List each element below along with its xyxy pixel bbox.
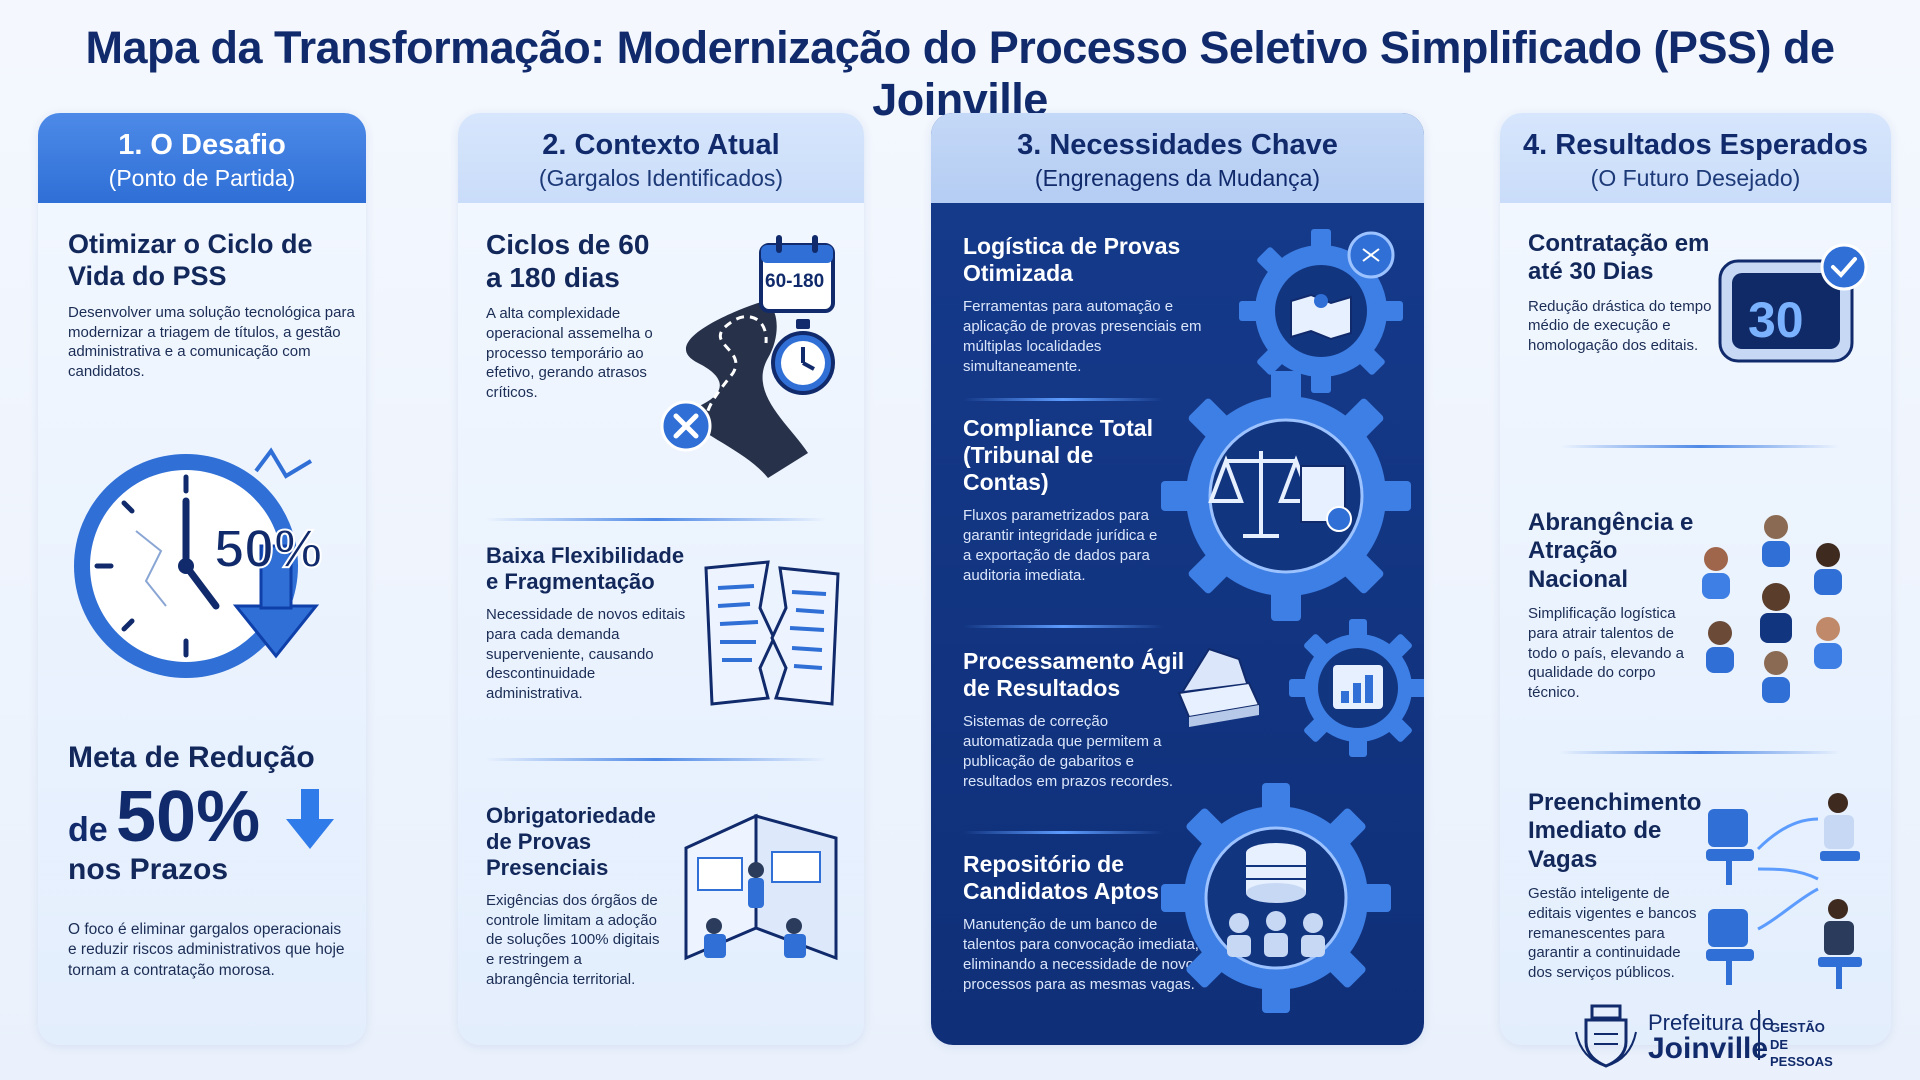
block-text: Sistemas de correção automatizada que pe… <box>963 713 1174 790</box>
database-gear-icon <box>1161 783 1391 1013</box>
block-text: Ferramentas para automação e aplicação d… <box>963 298 1202 375</box>
block-text: Gestão inteligente de editais vigentes e… <box>1528 884 1697 982</box>
desafio-focus-text: O foco é eliminar gargalos operacionais … <box>68 921 345 979</box>
scales-gear-icon <box>1161 371 1411 621</box>
block-heading: Otimizar o Ciclo de Vida do PSS <box>68 229 313 291</box>
column-header: 3. Necessidades Chave (Engrenagens da Mu… <box>931 113 1424 203</box>
block-text: Necessidade de novos editais para cada d… <box>486 605 686 703</box>
block-heading: Obrigatoriedade de Provas Presenciais <box>486 803 656 880</box>
column-necessidades: 3. Necessidades Chave (Engrenagens da Mu… <box>931 113 1424 1045</box>
chairs-icon <box>1706 793 1862 989</box>
block-text: Fluxos parametrizados para garantir inte… <box>963 507 1158 584</box>
road-icon <box>678 302 808 478</box>
column-subtitle: (Engrenagens da Mudança) <box>1034 165 1321 191</box>
people-group-icon <box>1702 515 1842 703</box>
divider <box>963 831 1163 834</box>
close-x-icon <box>660 400 712 452</box>
necessidade-block: Compliance Total (Tribunal de Contas) Fl… <box>963 415 1163 586</box>
logo-dept: GESTÃO DE PESSOAS <box>1770 1020 1833 1069</box>
divider <box>963 398 1163 401</box>
clock-percent-label: 50% <box>213 518 323 580</box>
column-header: 1. O Desafio (Ponto de Partida) <box>38 113 366 203</box>
torn-document-icon <box>704 560 840 706</box>
map-gear-icon <box>1239 229 1403 393</box>
block-heading: Compliance Total (Tribunal de Contas) <box>963 415 1153 496</box>
block-text: Simplificação logística para atrair tale… <box>1528 604 1684 702</box>
column-header: 4. Resultados Esperados (O Futuro Deseja… <box>1500 113 1891 203</box>
divider <box>1560 445 1840 448</box>
column-title: 1. O Desafio <box>118 129 286 161</box>
meta-line3: nos Prazos <box>68 853 229 886</box>
block-heading: Preenchimento Imediato de Vagas <box>1528 789 1702 873</box>
down-arrow-icon <box>286 789 334 849</box>
column-contexto: 2. Contexto Atual (Gargalos Identificado… <box>458 113 864 1045</box>
block-heading: Abrangência e Atração Nacional <box>1528 509 1694 593</box>
block-heading: Logística de Provas Otimizada <box>963 233 1181 287</box>
block-heading: Processamento Ágil de Resultados <box>963 648 1185 702</box>
column-subtitle: (O Futuro Desejado) <box>1590 165 1801 191</box>
prefeitura-logo: Prefeitura de Joinville GESTÃO DE PESSOA… <box>1572 1002 1882 1069</box>
column-title: 2. Contexto Atual <box>542 129 780 161</box>
divider <box>486 518 826 521</box>
column-title: 3. Necessidades Chave <box>1017 129 1338 161</box>
scanner-icon <box>1177 647 1261 727</box>
divider <box>1560 751 1840 754</box>
meta-de: de <box>68 811 108 849</box>
logo-divider <box>1758 1010 1760 1060</box>
meta-percent: 50% <box>116 777 261 857</box>
contexto-block-provas: Obrigatoriedade de Provas Presenciais Ex… <box>486 803 661 990</box>
coat-of-arms-icon <box>1575 1004 1637 1068</box>
divider <box>963 625 1163 628</box>
resultado-block-preenchimento: Preenchimento Imediato de Vagas Gestão i… <box>1528 789 1702 983</box>
meta-block: Meta de Redução de 50% nos Prazos <box>68 741 366 887</box>
column-desafio: 1. O Desafio (Ponto de Partida) Otimizar… <box>38 113 366 1045</box>
column-subtitle: (Ponto de Partida) <box>108 165 296 191</box>
column-subtitle: (Gargalos Identificados) <box>538 165 784 191</box>
block-text: A alta complexidade operacional assemelh… <box>486 305 653 402</box>
necessidade-block: Repositório de Candidatos Aptos Manutenç… <box>963 851 1203 994</box>
block-text: Redução drástica do tempo médio de execu… <box>1528 297 1712 355</box>
block-heading: Contratação em até 30 Dias <box>1528 230 1710 286</box>
contexto-block-ciclos: Ciclos de 60 a 180 dias A alta complexid… <box>486 228 666 403</box>
block-text: Desenvolver uma solução tecnológica para… <box>68 303 355 381</box>
block-heading: Ciclos de 60 a 180 dias <box>486 229 650 294</box>
block-text: Manutenção de um banco de talentos para … <box>963 916 1202 993</box>
timer-label: 30 <box>1748 292 1804 348</box>
broken-clock-icon <box>74 447 320 678</box>
resultado-block-abrangencia: Abrangência e Atração Nacional Simplific… <box>1528 509 1698 703</box>
stopwatch-icon <box>771 319 835 395</box>
logo-line2: Joinville <box>1648 1032 1769 1065</box>
block-heading: Baixa Flexibilidade e Fragmentação <box>486 543 685 594</box>
chart-gear-icon <box>1289 619 1424 757</box>
column-resultados: 4. Resultados Esperados (O Futuro Deseja… <box>1500 113 1891 1045</box>
block-text: Exigências dos órgãos de controle limita… <box>486 891 660 989</box>
contexto-block-flexibilidade: Baixa Flexibilidade e Fragmentação Neces… <box>486 543 696 704</box>
column-title: 4. Resultados Esperados <box>1523 129 1868 161</box>
calendar-label: 60-180 <box>765 271 825 292</box>
calendar-icon <box>759 235 835 313</box>
page-title: Mapa da Transformação: Modernização do P… <box>85 22 1835 125</box>
digital-timer-icon <box>1718 243 1868 363</box>
resultado-block-contratacao: Contratação em até 30 Dias Redução drást… <box>1528 230 1713 356</box>
block-heading: Repositório de Candidatos Aptos <box>963 851 1159 905</box>
necessidade-block: Logística de Provas Otimizada Ferramenta… <box>963 233 1203 376</box>
column-header: 2. Contexto Atual (Gargalos Identificado… <box>458 113 864 203</box>
meta-line1: Meta de Redução <box>68 741 315 774</box>
logo-line1: Prefeitura de <box>1648 1010 1774 1035</box>
desafio-block: Otimizar o Ciclo de Vida do PSS Desenvol… <box>68 229 358 382</box>
exam-room-icon <box>684 813 838 961</box>
necessidade-block: Processamento Ágil de Resultados Sistema… <box>963 648 1188 791</box>
divider <box>486 758 826 761</box>
